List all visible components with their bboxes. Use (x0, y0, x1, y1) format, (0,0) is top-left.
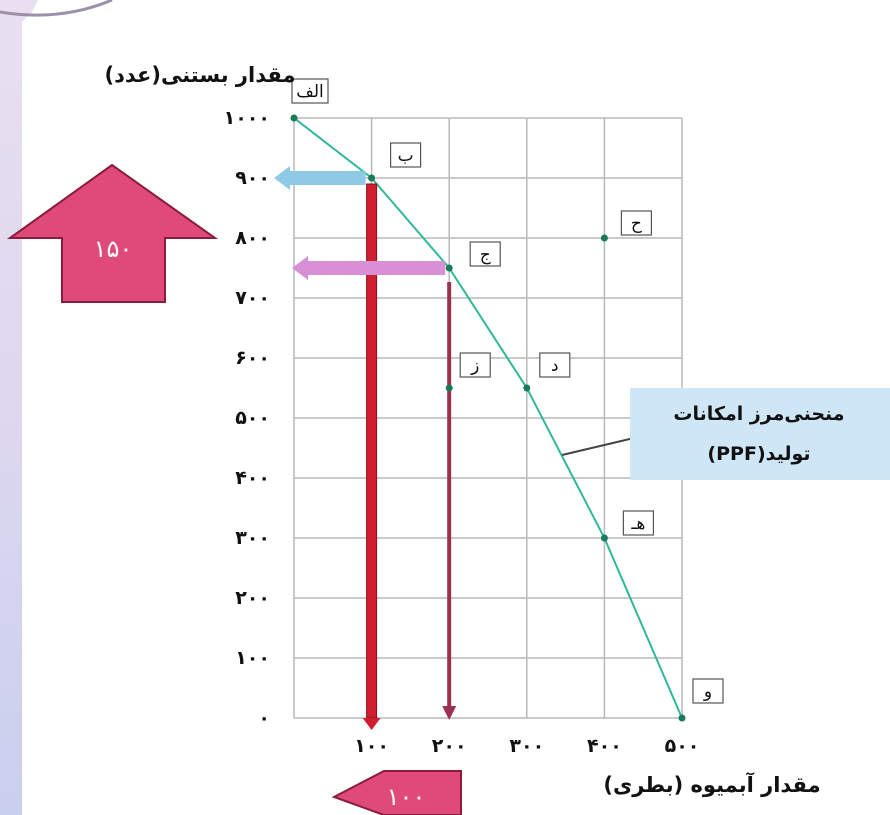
point-label: ب (398, 146, 414, 166)
point-label: ج (480, 245, 491, 265)
ppf-callout-box (630, 388, 890, 480)
up-arrow-label: ۱۵۰ (94, 235, 133, 263)
corner-swoosh (0, 0, 113, 17)
x-tick-label: ۴۰۰ (587, 735, 622, 757)
y-tick-label: ۸۰۰ (235, 227, 270, 249)
point-label-box (622, 510, 655, 536)
ppf-curve-layer (293, 117, 683, 719)
point-label-box (620, 210, 653, 236)
y-tick-label: ۰ (258, 707, 270, 729)
callout-leader-line (561, 437, 635, 456)
x-tick-label: ۳۰۰ (509, 735, 544, 757)
data-point (678, 714, 686, 722)
y-axis-title: مقدار بستنی(عدد) (105, 63, 296, 87)
data-point (445, 264, 453, 272)
data-point (600, 234, 608, 242)
y-tick-label: ۷۰۰ (235, 287, 270, 309)
ppf-curve-line (293, 117, 683, 719)
guide-lines (274, 166, 457, 730)
point-label-box (459, 352, 491, 378)
point-label: و (703, 682, 712, 702)
data-point (445, 384, 453, 392)
page-background (22, 0, 890, 815)
data-point (290, 114, 298, 122)
y-tick-label: ۳۰۰ (235, 527, 270, 549)
left-arrow-label: ۱۰۰ (387, 783, 426, 811)
x-tick-label: ۲۰۰ (432, 735, 467, 757)
data-point (368, 174, 376, 182)
point-label: الف (296, 82, 324, 102)
y-tick-label: ۶۰۰ (235, 347, 270, 369)
x-axis-title: مقدار آبمیوه (بطری) (603, 772, 820, 797)
y-tick-label: ۱۰۰۰ (224, 107, 270, 129)
point-label: ح (631, 214, 642, 234)
x-tick-label: ۵۰۰ (665, 735, 700, 757)
y-tick-label: ۲۰۰ (235, 587, 270, 609)
up-arrow-shape (6, 163, 219, 303)
y-tick-label: ۵۰۰ (235, 407, 270, 429)
ppf-callout-line-1: منحنی‌مرز امکانات (673, 403, 844, 425)
point-label-box (291, 78, 329, 104)
data-points: الف ب ج د هـ و ح ز (290, 78, 724, 722)
point-label: د (551, 356, 559, 376)
point-label: هـ (630, 514, 645, 534)
point-label: ز (470, 356, 479, 376)
red-bar-arrowhead (362, 718, 381, 730)
point-label-box (692, 678, 724, 704)
x-tick-label: ۱۰۰ (354, 735, 389, 757)
point-label-box (390, 142, 422, 168)
maroon-line-arrowhead (442, 706, 457, 720)
left-arrow-shape (331, 770, 462, 815)
point-label-box (539, 352, 571, 378)
data-point (600, 534, 608, 542)
y-tick-label: ۹۰۰ (235, 167, 270, 189)
point-label-box (469, 241, 501, 267)
tick-labels: ۰ ۱۰۰ ۲۰۰ ۳۰۰ ۴۰۰ ۵۰۰ ۶۰۰ ۷۰۰ ۸۰۰ ۹۰۰ ۱۰۰۰ ۱۰۰ ۲۰۰ ۳۰… (224, 107, 700, 757)
ppf-callout-line-2: تولید(PPF) (707, 443, 810, 465)
y-tick-label: ۱۰۰ (235, 647, 270, 669)
y-tick-label: ۴۰۰ (235, 467, 270, 489)
data-point (523, 384, 531, 392)
pink-left-arrow (292, 256, 446, 280)
blue-left-arrow (274, 166, 366, 190)
